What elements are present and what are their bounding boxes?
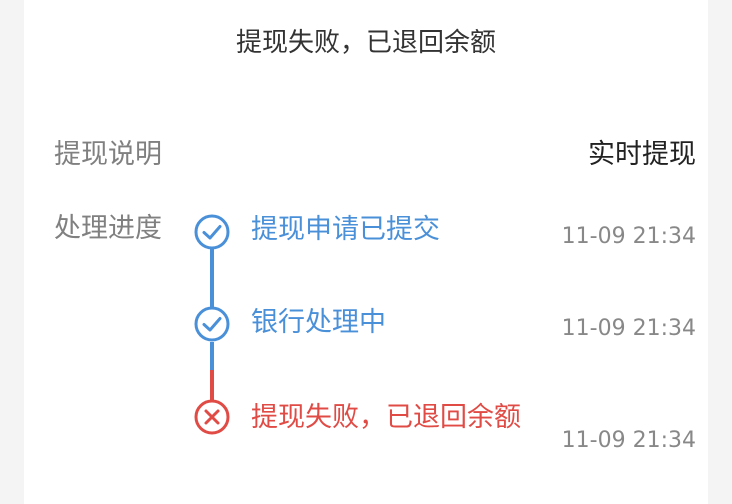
timeline-connector-2a: [210, 342, 214, 370]
timeline-connector-1: [210, 248, 214, 312]
timeline-connector-2b: [210, 370, 214, 400]
step-2-text: 银行处理中: [251, 307, 386, 338]
explain-label: 提现说明: [54, 139, 162, 170]
status-title: 提现失败，已退回余额: [235, 28, 496, 58]
progress-label: 处理进度: [54, 213, 162, 244]
progress-timeline: 提现申请已提交 11-09 21:34 银行处理中 11-09 21:34 提现…: [194, 208, 708, 504]
step-3-text: 提现失败，已退回余额: [251, 402, 521, 433]
step-2-time: 11-09 21:34: [561, 316, 696, 341]
step-1-time: 11-09 21:34: [561, 224, 696, 249]
x-circle-icon: [194, 399, 230, 435]
step-1-text: 提现申请已提交: [251, 214, 440, 245]
explain-value: 实时提现: [588, 139, 696, 170]
check-circle-icon: [194, 214, 230, 250]
step-3-time: 11-09 21:34: [561, 428, 696, 453]
withdraw-detail-card: 提现失败，已退回余额 提现说明 实时提现 处理进度 提现申请已提交 11-09 …: [24, 0, 708, 504]
check-circle-icon: [194, 306, 230, 342]
